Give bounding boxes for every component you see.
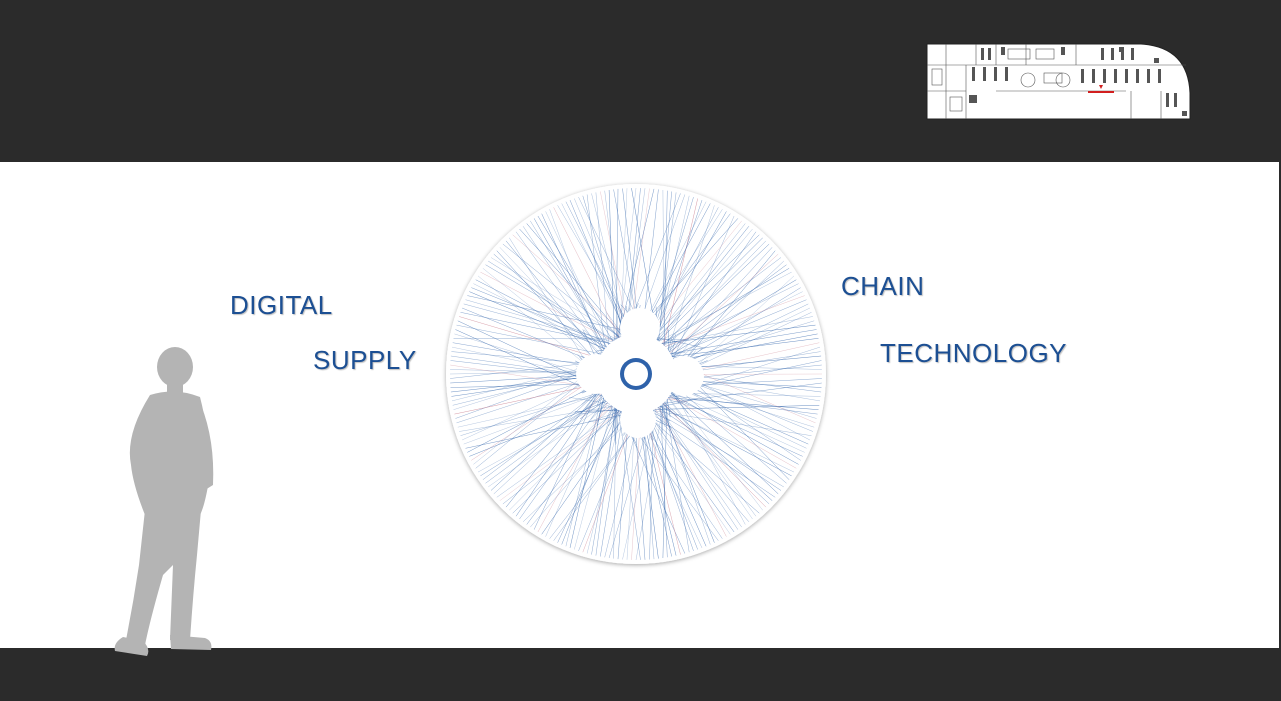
person-silhouette-icon xyxy=(114,347,214,656)
word-supply: SUPPLY xyxy=(313,345,417,375)
string-line xyxy=(465,398,698,449)
string-line xyxy=(467,295,706,349)
floorplan-icon xyxy=(926,43,1191,120)
floor-band xyxy=(0,648,1281,701)
network-logo-icon xyxy=(576,308,704,438)
string-line xyxy=(509,237,637,444)
string-art-mural xyxy=(446,184,826,564)
word-digital: DIGITAL xyxy=(230,290,333,320)
word-chain: CHAIN xyxy=(841,271,925,301)
word-technology: TECHNOLOGY xyxy=(880,338,1068,368)
